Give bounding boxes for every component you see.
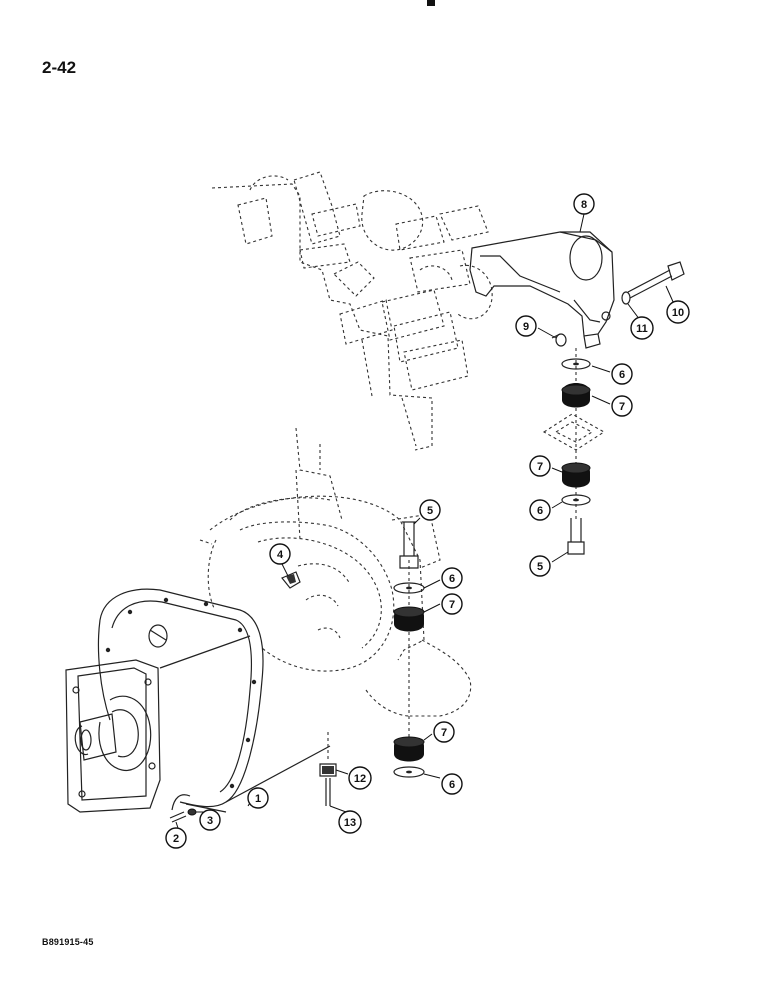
lower-mount-stack [393, 521, 425, 778]
callout-12: 12 [348, 766, 372, 790]
engine-support-bracket [469, 231, 615, 349]
page-number: 2-42 [42, 58, 77, 77]
svg-text:5: 5 [427, 505, 433, 517]
callout-6-middle-top: 6 [441, 567, 463, 589]
washer-11 [621, 291, 631, 305]
svg-text:4: 4 [277, 549, 284, 561]
svg-text:13: 13 [344, 817, 356, 829]
bolt-2-washer-3 [169, 808, 197, 823]
callout-7-middle-top: 7 [441, 593, 463, 615]
engine-outline [211, 171, 493, 451]
callout-6-right-top: 6 [611, 363, 633, 385]
page-top-mark [427, 0, 435, 6]
callout-5-upper: 5 [419, 499, 441, 521]
svg-text:6: 6 [449, 779, 455, 791]
callout-4: 4 [269, 543, 291, 565]
svg-text:11: 11 [636, 323, 648, 335]
svg-text:5: 5 [537, 561, 543, 573]
svg-text:8: 8 [581, 199, 587, 211]
upper-mount-stack [542, 348, 606, 555]
svg-text:7: 7 [537, 461, 543, 473]
figure-code: B891915-45 [42, 937, 94, 947]
svg-text:9: 9 [523, 321, 529, 333]
svg-text:3: 3 [207, 815, 213, 827]
svg-text:6: 6 [449, 573, 455, 585]
callout-5-lower: 5 [529, 555, 551, 577]
callout-11: 11 [630, 316, 654, 340]
callout-7-right-top: 7 [611, 395, 633, 417]
callout-3: 3 [199, 809, 221, 831]
callout-10: 10 [666, 300, 690, 324]
nut-9 [551, 333, 567, 347]
callout-2: 2 [165, 827, 187, 849]
svg-text:7: 7 [449, 599, 455, 611]
svg-text:6: 6 [537, 505, 543, 517]
callout-7-right-bottom: 7 [529, 455, 551, 477]
svg-text:12: 12 [354, 773, 366, 785]
callout-9: 9 [515, 315, 537, 337]
callout-6-right-bottom: 6 [529, 499, 551, 521]
callout-1: 1 [247, 787, 269, 809]
callout-6-middle-bottom: 6 [441, 773, 463, 795]
svg-text:7: 7 [441, 727, 447, 739]
transmission-pump-assembly [65, 588, 331, 813]
svg-text:10: 10 [672, 307, 684, 319]
svg-text:2: 2 [173, 833, 179, 845]
callout-7-middle-bottom: 7 [433, 721, 455, 743]
svg-text:7: 7 [619, 401, 625, 413]
flywheel-housing-outline [199, 427, 472, 717]
leader-lines [175, 213, 675, 829]
fitting-4 [281, 571, 301, 589]
callout-13: 13 [338, 810, 362, 834]
bolt-10 [627, 261, 685, 299]
svg-text:1: 1 [255, 793, 261, 805]
svg-text:6: 6 [619, 369, 625, 381]
bolt-13-washer-12 [319, 732, 337, 806]
callout-8: 8 [573, 193, 595, 215]
